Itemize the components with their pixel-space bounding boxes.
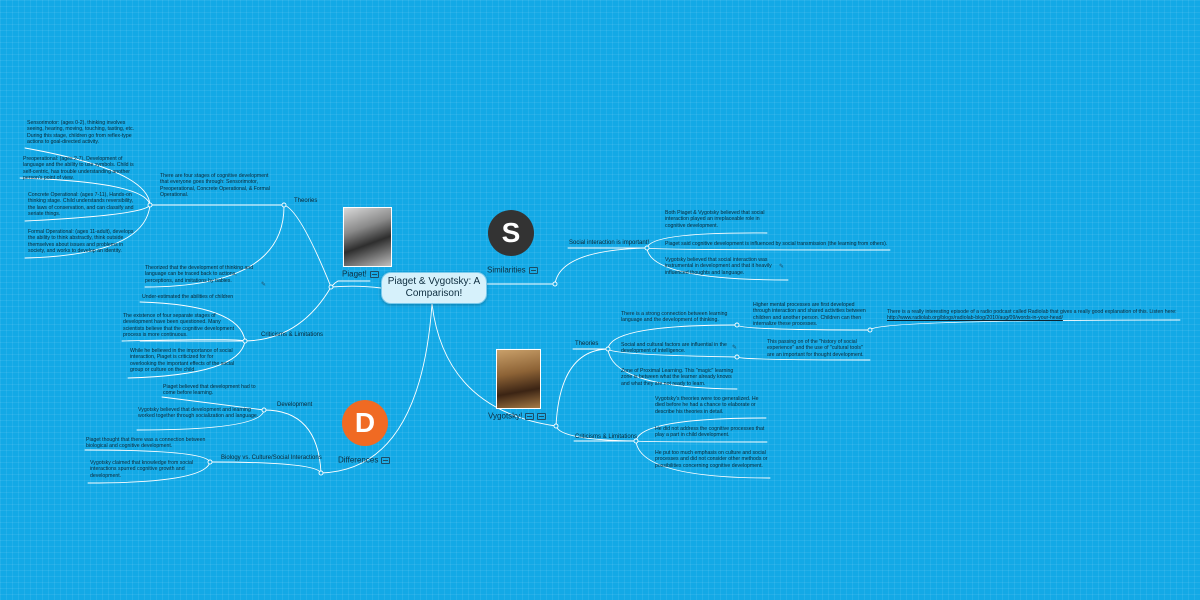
vygotsky-podcast-note[interactable]: There is a really interesting episode of… [887, 309, 1182, 322]
note-icon: ✎ [779, 264, 785, 270]
vygotsky-theory-2-sub[interactable]: This passing on of the "history of socia… [767, 339, 864, 358]
piaget-stage-concrete[interactable]: Concrete Operational: (ages 7-11), Hands… [28, 192, 134, 218]
piaget-photo [343, 207, 392, 267]
piaget-theorized[interactable]: Theorized that the development of thinki… [145, 265, 254, 284]
vygotsky-photo [496, 349, 541, 409]
note-icon: ✎ [732, 345, 738, 351]
differences-biology-1[interactable]: Piaget thought that there was a connecti… [86, 437, 206, 450]
similarities-social-label[interactable]: Social interaction is important! [569, 240, 650, 246]
differences-badge: D [342, 400, 388, 446]
piaget-stage-sensorimotor[interactable]: Sensorimotor: (ages 0-2), thinking invol… [27, 120, 134, 146]
piaget-stage-preoperational[interactable]: Preoperational: (ages 2-7), Development … [23, 156, 134, 182]
differences-biology-label[interactable]: Biology vs. Culture/Social Interactions [221, 455, 322, 461]
branch-piaget[interactable]: Piaget! [342, 269, 379, 279]
note-icon [537, 413, 547, 420]
piaget-theories-label[interactable]: Theories [294, 198, 318, 204]
differences-development-1[interactable]: Piaget believed that development had to … [163, 384, 256, 397]
branch-vygotsky-label: Vygotsky! [488, 411, 523, 421]
similarities-item-2[interactable]: Piaget said cognitive development is inf… [665, 241, 888, 247]
branch-similarities[interactable]: Similarities [487, 265, 538, 275]
document-icon [528, 267, 538, 274]
similarities-item-3[interactable]: Vygotsky believed that social interactio… [665, 257, 772, 276]
vygotsky-criticism-1[interactable]: Vygotsky's theories were too generalized… [655, 396, 759, 415]
piaget-stages-intro[interactable]: There are four stages of cognitive devel… [160, 173, 270, 199]
similarities-item-1[interactable]: Both Piaget & Vygotsky believed that soc… [665, 210, 765, 229]
branch-similarities-label: Similarities [487, 265, 526, 275]
branch-differences[interactable]: Differences [338, 455, 391, 465]
note-icon: ✎ [261, 282, 267, 288]
vygotsky-criticisms-label[interactable]: Criticisms & Limitations [575, 434, 638, 440]
podcast-text: There is a really interesting episode of… [887, 309, 1177, 315]
branch-differences-label: Differences [338, 455, 379, 465]
vygotsky-criticism-2[interactable]: He did not address the cognitive process… [655, 426, 765, 439]
vygotsky-theories-label[interactable]: Theories [575, 341, 599, 347]
vygotsky-theory-2[interactable]: Social and cultural factors are influent… [621, 342, 727, 355]
document-icon [369, 271, 379, 278]
vygotsky-theory-1[interactable]: There is a strong connection between lea… [621, 311, 728, 324]
document-icon [381, 457, 391, 464]
branch-piaget-label: Piaget! [342, 269, 367, 279]
vygotsky-theory-1-sub[interactable]: Higher mental processes are first develo… [753, 302, 866, 328]
piaget-criticism-3[interactable]: While he believed in the importance of s… [130, 348, 235, 374]
similarities-badge: S [488, 210, 534, 256]
central-topic[interactable]: Piaget & Vygotsky: A Comparison! [381, 272, 487, 304]
piaget-criticisms-label[interactable]: Criticisms & Limitations [261, 332, 324, 338]
differences-development-label[interactable]: Development [277, 402, 313, 408]
differences-development-2[interactable]: Vygotsky believed that development and l… [138, 407, 259, 420]
branch-vygotsky[interactable]: Vygotsky! [488, 411, 547, 421]
piaget-criticism-1[interactable]: Under-estimated the abilities of childre… [142, 294, 234, 300]
vygotsky-theory-3[interactable]: Zone of Proximal Learning. This "magic" … [621, 368, 734, 387]
document-icon [525, 413, 535, 420]
vygotsky-criticism-3[interactable]: He put too much emphasis on culture and … [655, 450, 768, 469]
differences-biology-2[interactable]: Vygotsky claimed that knowledge from soc… [90, 460, 194, 479]
piaget-stage-formal[interactable]: Formal Operational: (ages 11-adult), dev… [28, 229, 134, 255]
piaget-criticism-2[interactable]: The existence of four separate stages of… [123, 313, 235, 339]
podcast-link[interactable]: http://www.radiolab.org/blogs/radiolab-b… [887, 315, 1063, 322]
